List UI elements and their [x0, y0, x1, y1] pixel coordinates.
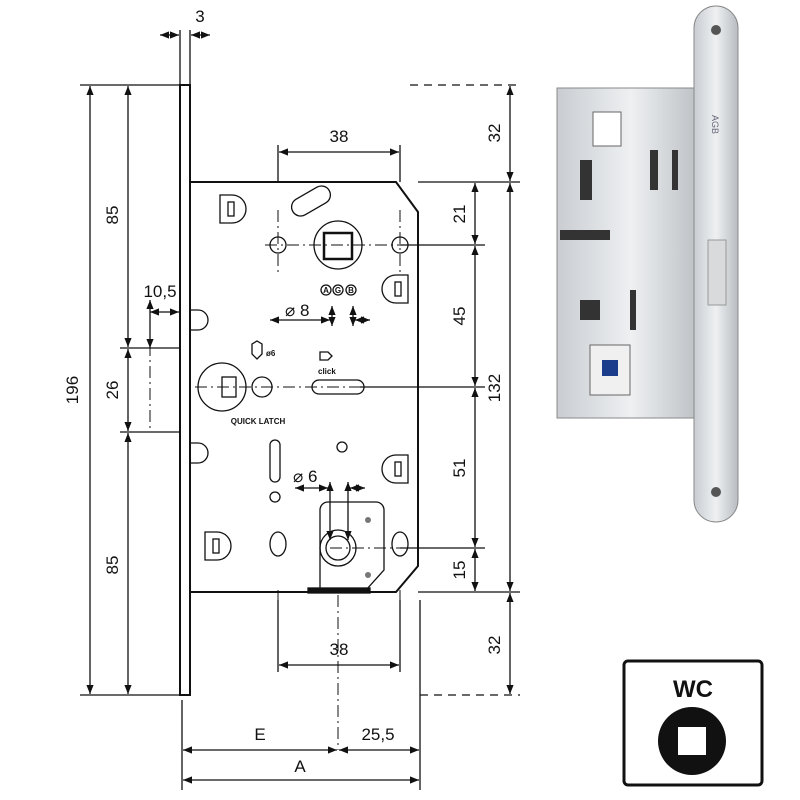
dim-25-5: 25,5 [361, 725, 394, 744]
agb-g: G [335, 286, 341, 295]
center-lines [195, 210, 480, 750]
dim-45: 45 [450, 307, 469, 326]
rivet [365, 572, 371, 578]
dim-32-bottom: 32 [485, 636, 504, 655]
dim-E: E [254, 725, 265, 744]
dim-spindle-8: 8 [300, 301, 309, 320]
diameter-symbol: ⌀ [285, 301, 295, 320]
click-label: click [318, 367, 336, 376]
dim-15: 15 [450, 561, 469, 580]
dim-51: 51 [450, 459, 469, 478]
dim-85-upper: 85 [103, 206, 122, 225]
dim-38-top: 38 [330, 127, 349, 146]
agb-b: B [348, 286, 354, 295]
dim-38-bottom: 38 [330, 640, 349, 659]
brand-mark: AGB [710, 115, 720, 134]
dim-21: 21 [450, 205, 469, 224]
dim-spindle-6: 6 [308, 467, 317, 486]
dim-85-lower: 85 [103, 556, 122, 575]
wc-badge: WC [622, 659, 764, 787]
dim-32-top: 32 [485, 124, 504, 143]
latch-window [149, 347, 181, 433]
dimension-lines [86, 31, 514, 784]
dim-196: 196 [63, 376, 82, 404]
dim-26: 26 [103, 381, 122, 400]
product-photo: AGB [556, 5, 739, 523]
dim-10-5: 10,5 [143, 282, 176, 301]
agb-a: A [323, 286, 329, 295]
faceplate [179, 84, 191, 696]
extension-lines [80, 30, 520, 790]
quick-latch-label: QUICK LATCH [231, 417, 286, 426]
body-features [190, 185, 409, 594]
dim-132: 132 [485, 374, 504, 402]
dim-3: 3 [195, 7, 204, 26]
diameter-symbol-2: ⌀ [293, 467, 303, 486]
dim-A: A [294, 757, 306, 776]
wc-label: WC [673, 676, 713, 703]
o6-label: ø6 [266, 349, 276, 358]
rivet [365, 517, 371, 523]
